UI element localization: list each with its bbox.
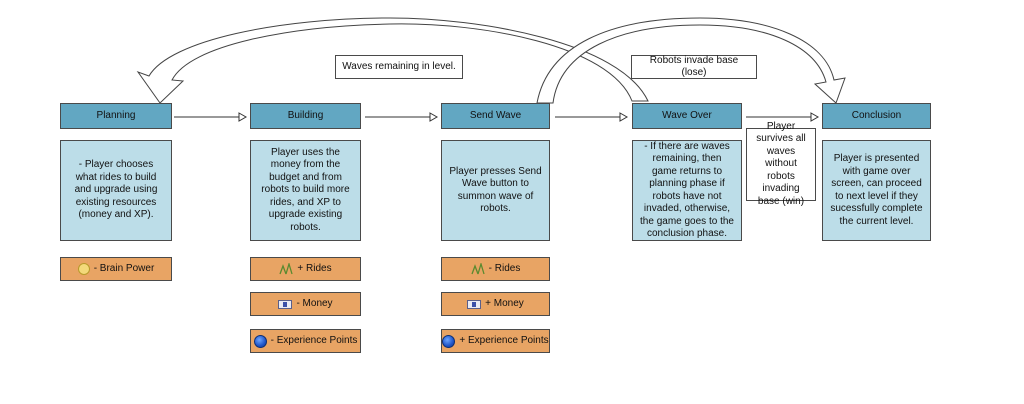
building-experience-points: - Experience Points bbox=[250, 329, 361, 353]
resource-label: - Money bbox=[296, 297, 333, 309]
planning-header: Planning bbox=[60, 103, 172, 129]
send-wave-rides: - Rides bbox=[441, 257, 550, 281]
conclusion-header: Conclusion bbox=[822, 103, 931, 129]
send-wave-experience-points: + Experience Points bbox=[441, 329, 550, 353]
wave-over-header: Wave Over bbox=[632, 103, 742, 129]
resource-label: + Experience Points bbox=[459, 334, 549, 346]
brain-icon bbox=[77, 263, 90, 275]
money-icon bbox=[467, 299, 482, 309]
building-header: Building bbox=[250, 103, 361, 129]
resource-label: - Rides bbox=[488, 262, 521, 274]
send-wave-description: Player presses Send Wave button to summo… bbox=[441, 140, 550, 241]
send-wave-header: Send Wave bbox=[441, 103, 550, 129]
building-rides: + Rides bbox=[250, 257, 361, 281]
send-wave-money: + Money bbox=[441, 292, 550, 316]
resource-label: + Money bbox=[485, 297, 524, 309]
xp-orb-icon bbox=[442, 334, 456, 348]
ride-icon bbox=[471, 263, 485, 275]
resource-label: - Experience Points bbox=[270, 334, 358, 346]
ride-icon bbox=[279, 263, 294, 275]
arrow-waveover-to-planning bbox=[136, 17, 649, 104]
win-note: Player survives all waves without robots… bbox=[746, 121, 816, 207]
building-money: - Money bbox=[250, 292, 361, 316]
planning-description: - Player chooses what rides to build and… bbox=[60, 140, 172, 241]
resource-label: - Brain Power bbox=[93, 262, 155, 274]
resource-label: + Rides bbox=[297, 262, 332, 274]
robots-invade-note: Robots invade base (lose) bbox=[631, 55, 757, 79]
planning-brain-power: - Brain Power bbox=[60, 257, 172, 281]
conclusion-description: Player is presented with game over scree… bbox=[822, 140, 931, 241]
xp-orb-icon bbox=[253, 334, 267, 348]
money-icon bbox=[278, 299, 293, 309]
wave-over-description: - If there are waves remaining, then gam… bbox=[632, 140, 742, 241]
building-description: Player uses the money from the budget an… bbox=[250, 140, 361, 241]
waves-remaining-note: Waves remaining in level. bbox=[335, 55, 463, 79]
